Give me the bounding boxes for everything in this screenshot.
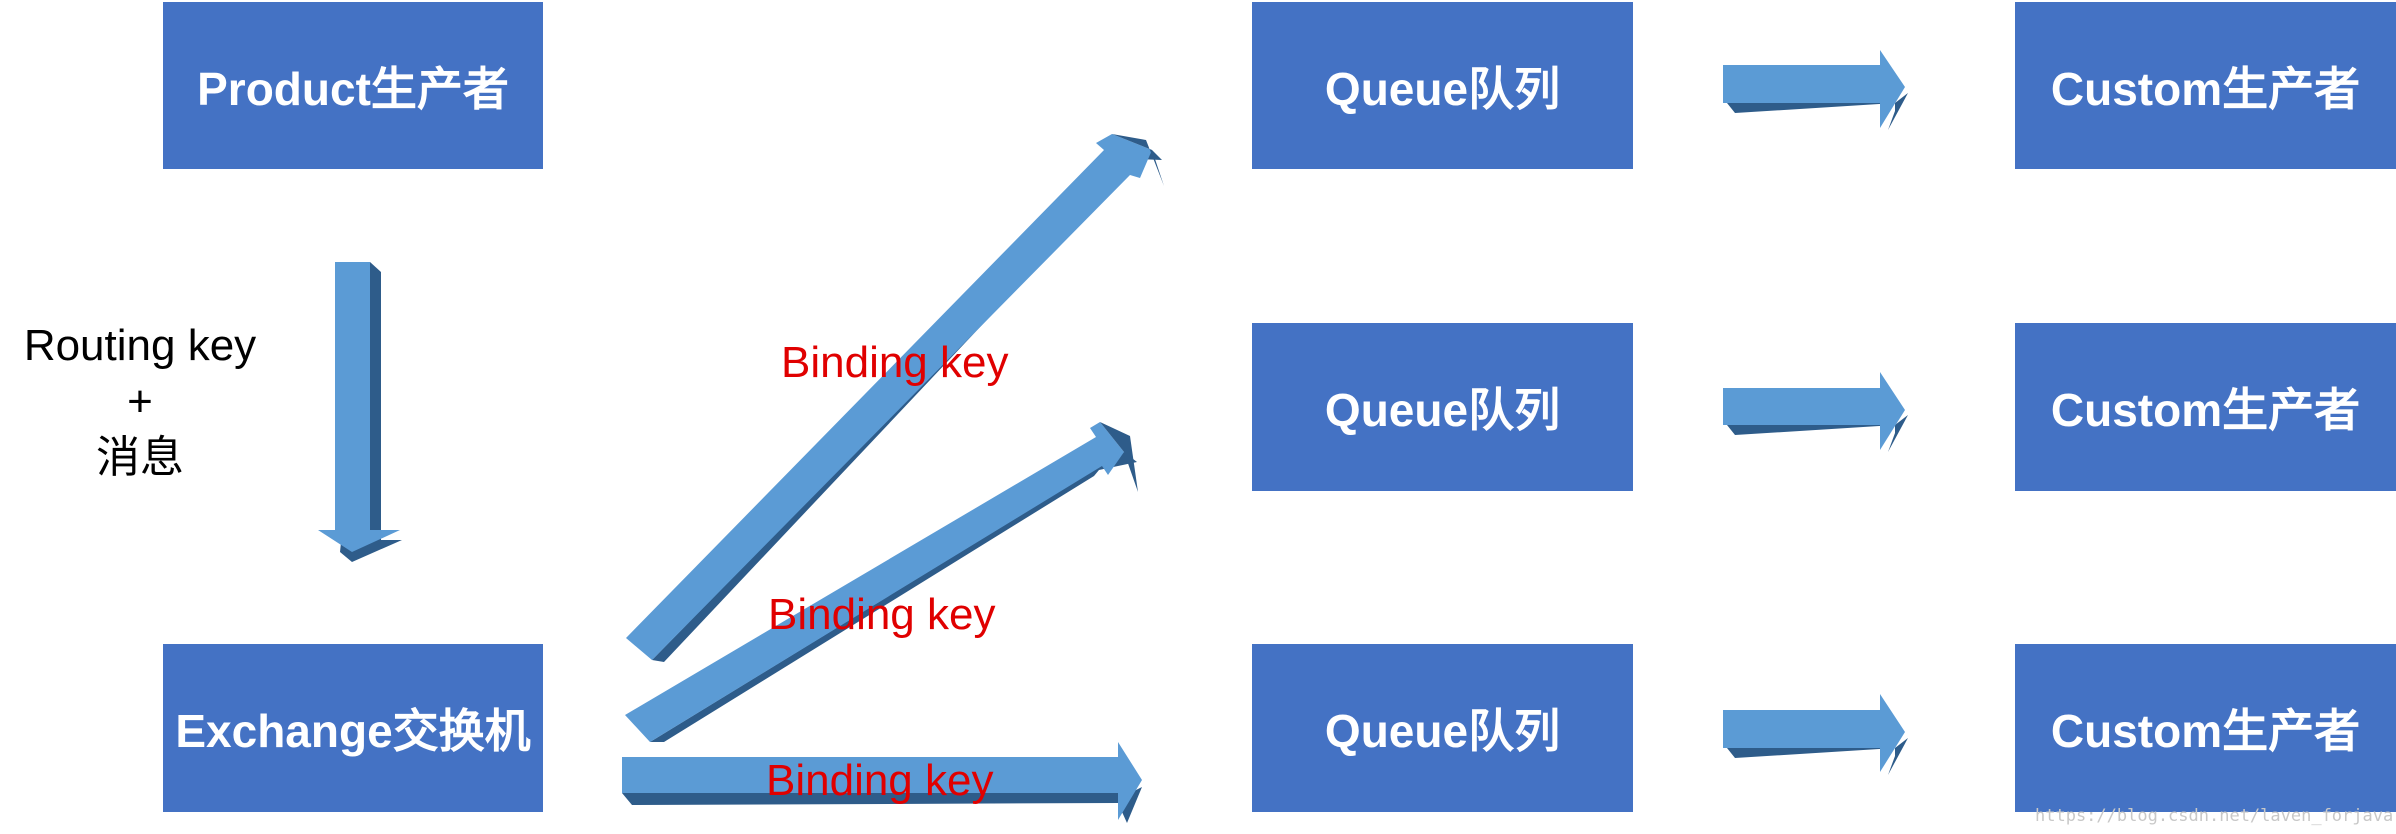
consumer-box-3: Custom生产者 xyxy=(2015,644,2396,812)
queue1-consumer-arrow xyxy=(1723,50,1908,130)
queue-box-1: Queue队列 xyxy=(1252,2,1633,169)
exchange-box: Exchange交换机 xyxy=(163,644,543,812)
queue-label-1: Queue队列 xyxy=(1324,62,1561,115)
producer-box: Product生产者 xyxy=(163,2,543,169)
binding-key-label-1: Binding key xyxy=(781,338,1009,387)
consumer-box-1: Custom生产者 xyxy=(2015,2,2396,169)
binding-key-label-2: Binding key xyxy=(768,590,996,639)
binding-arrow-queue1 xyxy=(626,134,1164,662)
routing-key-text: Routing key xyxy=(23,321,257,370)
queue3-consumer-arrow xyxy=(1723,694,1908,775)
binding-arrow-queue2 xyxy=(625,422,1138,742)
binding-arrow-queue3 xyxy=(622,742,1142,823)
plus-sign: + xyxy=(127,377,153,426)
exchange-label: Exchange交换机 xyxy=(175,705,531,757)
queue-box-2: Queue队列 xyxy=(1252,323,1633,491)
consumer-label-1: Custom生产者 xyxy=(2050,62,2361,115)
message-text: 消息 xyxy=(96,433,184,482)
binding-key-label-3: Binding key xyxy=(766,756,994,805)
consumer-label-3: Custom生产者 xyxy=(2050,705,2361,757)
routing-key-label: Routing key + 消息 xyxy=(10,318,270,486)
queue-label-3: Queue队列 xyxy=(1324,705,1561,757)
down-arrow xyxy=(318,262,402,562)
consumer-box-2: Custom生产者 xyxy=(2015,323,2396,491)
queue-box-3: Queue队列 xyxy=(1252,644,1633,812)
consumer-label-2: Custom生产者 xyxy=(2050,384,2361,436)
producer-label: Product生产者 xyxy=(197,62,509,115)
watermark: https://blog.csdn.net/laven_forjava xyxy=(2035,806,2394,826)
queue2-consumer-arrow xyxy=(1723,372,1908,452)
queue-label-2: Queue队列 xyxy=(1324,384,1561,436)
